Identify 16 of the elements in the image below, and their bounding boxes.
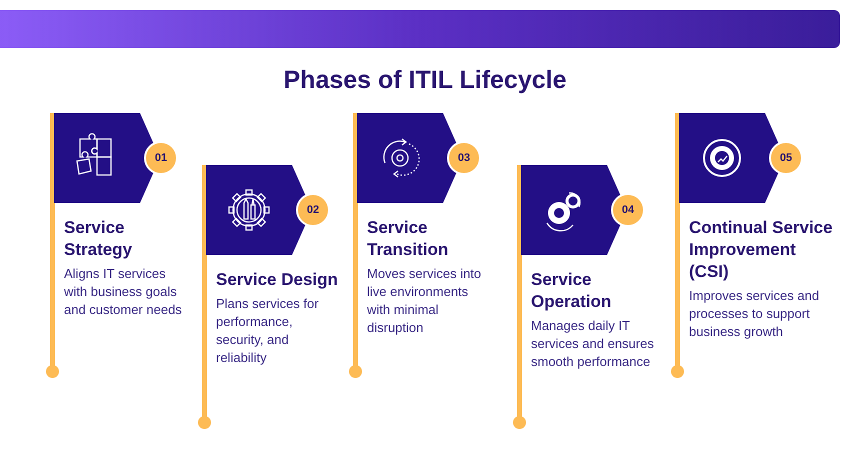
phase-title: Service Strategy: [64, 217, 134, 261]
phase-title: Service Transition: [367, 217, 450, 261]
phase-title: Service Operation: [531, 269, 612, 313]
phase-description: Improves services and processes to support business growth: [689, 287, 820, 341]
phase-title: Continual Service Improvement (CSI): [689, 217, 834, 283]
phase-description: Manages daily IT services and ensures smooth performance: [531, 317, 655, 371]
diagram-title: Phases of ITIL Lifecycle: [282, 65, 568, 96]
phase-description: Plans services for performance, security, and reliability: [216, 295, 320, 367]
phase-description: Moves services into live environments with minimal disruption: [367, 265, 482, 337]
number-badge: 01: [144, 141, 178, 175]
number-badge: 02: [296, 193, 330, 227]
number-badge: 05: [769, 141, 803, 175]
number-badge: 03: [447, 141, 481, 175]
number-badge: 04: [611, 193, 645, 227]
phase-title: Service Design: [216, 269, 339, 291]
phase-description: Aligns IT services with business goals and customer needs: [64, 265, 183, 319]
